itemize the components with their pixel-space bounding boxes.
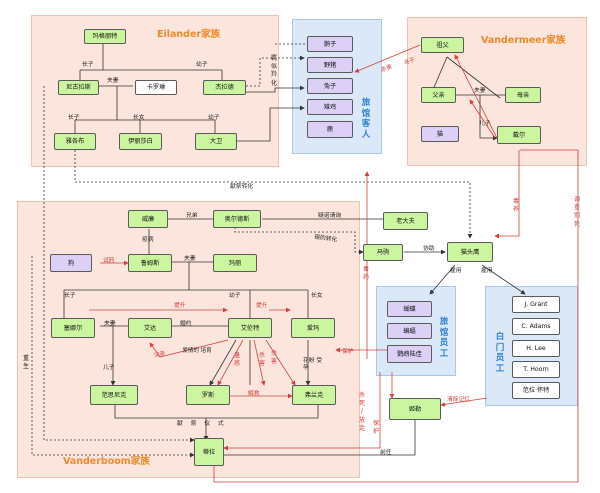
label-guard: 保护	[372, 420, 379, 436]
node-fanlan[interactable]: 弗兰克	[292, 385, 336, 405]
label-love-related: 爱情的 培育	[182, 348, 212, 354]
label-search: 调查别死	[573, 196, 580, 228]
label-protect: 保护	[342, 349, 354, 355]
node-nglas[interactable]: 尼古拉斯	[58, 80, 99, 95]
node-hlee[interactable]: H. Lee	[512, 340, 560, 357]
node-ez[interactable]: 鹅子	[307, 36, 353, 52]
label-vdb-couple2: 夫妻	[104, 321, 116, 327]
label-vdb-son: 长子	[64, 293, 76, 299]
node-jiela[interactable]: 杰拉德	[203, 80, 246, 95]
label-mourn: 疫病	[142, 237, 154, 243]
node-ysmith[interactable]: 范拉·怀特	[512, 382, 560, 399]
node-cadams[interactable]: C. Adams	[512, 318, 560, 335]
label-xianji: 毒养	[512, 198, 519, 214]
label-poison: 毒药	[362, 266, 369, 282]
node-yz[interactable]: 野猪	[307, 57, 353, 73]
node-mgm[interactable]: 玛格丽特	[84, 29, 126, 44]
label-birth: 重生	[22, 355, 29, 371]
node-lunsi[interactable]: 鲁姆斯	[128, 254, 172, 272]
label-sacrifice: 献 祭 仪 式	[177, 421, 227, 427]
eilander-family-title: Eilander家族	[157, 29, 221, 40]
red-connectors	[89, 44, 579, 483]
hotel-staff-title: 旅馆员工	[439, 317, 449, 359]
node-gou[interactable]: 狗	[50, 254, 92, 272]
label-vdb-youngson: 幼子	[229, 293, 241, 299]
vanderboom-family-title: Vanderboom家族	[63, 456, 150, 467]
label-flower: 花粉 受孕	[303, 358, 323, 371]
node-daier[interactable]: 戴尔	[497, 126, 541, 144]
label-eil-couple: 夫妻	[107, 78, 119, 84]
label-employ: 雇用	[450, 268, 462, 274]
guests-title: 旅馆客人	[361, 98, 371, 140]
node-aier[interactable]: 奥尔德斯	[213, 210, 261, 228]
node-maotou[interactable]: 猫头鹰	[447, 242, 493, 262]
node-mazhu[interactable]: 马驹	[363, 244, 403, 261]
node-aiwen[interactable]: 艾伦特	[228, 318, 272, 338]
label-eil-daughter: 长女	[133, 115, 145, 121]
node-fuqin[interactable]: 父亲	[421, 87, 456, 103]
label-vdb-couple: 夫妻	[184, 256, 196, 262]
vandermeer-family-title: Vandermeer家族	[481, 35, 566, 46]
node-yingwu[interactable]: 鹦鹉陆佳	[387, 345, 432, 363]
label-tryfail: 试药	[103, 258, 115, 264]
label-murder: 杀害	[270, 350, 277, 366]
label-employ2: 雇用	[481, 268, 493, 274]
label-eil-son2: 长子	[68, 115, 80, 121]
label-kill-red: 杀害	[258, 352, 265, 368]
node-sai[interactable]: 塞娜尔	[51, 318, 95, 338]
label-eil-youngson: 幼子	[196, 62, 208, 68]
label-eil-youngson2: 幼子	[208, 115, 220, 121]
label-infatuate: 解救	[248, 391, 260, 397]
label-commission: 疑诺请询	[318, 213, 342, 219]
node-yili[interactable]: 伊丽莎白	[119, 133, 162, 150]
label-engaged: 婚约	[180, 321, 192, 327]
node-quel[interactable]: 雉鸡	[307, 99, 353, 115]
vanderboom-family-zone: Vanderboom家族	[17, 201, 360, 478]
label-assist: 协助	[423, 246, 435, 252]
node-fanglin[interactable]: 范思尼克	[90, 385, 138, 405]
node-mali[interactable]: 玛丽	[213, 254, 257, 272]
node-thoorn[interactable]: T. Hoorn	[512, 361, 560, 378]
label-guest-transform: 羁 似 羚 化	[270, 55, 277, 87]
label-zufu-rel: 夫妻	[474, 88, 486, 94]
gatekeepers-title: 白门员工	[495, 332, 505, 374]
label-tip: 提升	[174, 303, 186, 309]
node-aida[interactable]: 艾达	[128, 318, 172, 338]
node-qiu[interactable]: 蝴蝶	[387, 301, 432, 317]
node-zufu[interactable]: 祖父	[421, 37, 464, 53]
label-sacrifice-tf: 献祭转化	[230, 184, 254, 190]
label-kill-protect: 杀死 / 放走	[358, 392, 365, 432]
node-tuz[interactable]: 兔子	[307, 78, 353, 94]
black-connectors	[31, 41, 526, 458]
label-tip2: 提升	[256, 303, 268, 309]
label-previous: 前任	[380, 450, 392, 456]
label-brothers: 兄弟	[186, 213, 198, 219]
node-dila[interactable]: 蒂拉	[194, 438, 224, 466]
node-laodaf[interactable]: 老大夫	[383, 212, 428, 230]
label-zufu-son: 儿子	[479, 121, 491, 127]
label-vdb-daughter: 长女	[311, 293, 323, 299]
node-luosi[interactable]: 罗斯	[186, 385, 230, 405]
node-yage[interactable]: 雅各布	[54, 133, 96, 150]
node-bianfu[interactable]: 蝙蝠	[387, 323, 432, 339]
node-jgrant[interactable]: J. Grant	[512, 296, 560, 313]
label-eil-son: 长子	[82, 62, 94, 68]
label-tempt: 蛊惑	[233, 352, 240, 368]
node-weilian[interactable]: 威廉	[128, 210, 168, 228]
node-dawei[interactable]: 大卫	[195, 133, 237, 150]
node-jiele[interactable]: 姬勒	[389, 398, 441, 420]
label-erase-mem: 清除记忆	[447, 397, 471, 403]
node-mao[interactable]: 猫	[421, 126, 459, 142]
label-vdb-son2: 儿子	[103, 365, 115, 371]
node-muqin[interactable]: 母亲	[505, 87, 541, 103]
node-aima[interactable]: 爱玛	[291, 318, 335, 338]
node-kaluo[interactable]: 卡罗琳	[135, 80, 177, 95]
node-lu[interactable]: 鹿	[307, 121, 353, 138]
